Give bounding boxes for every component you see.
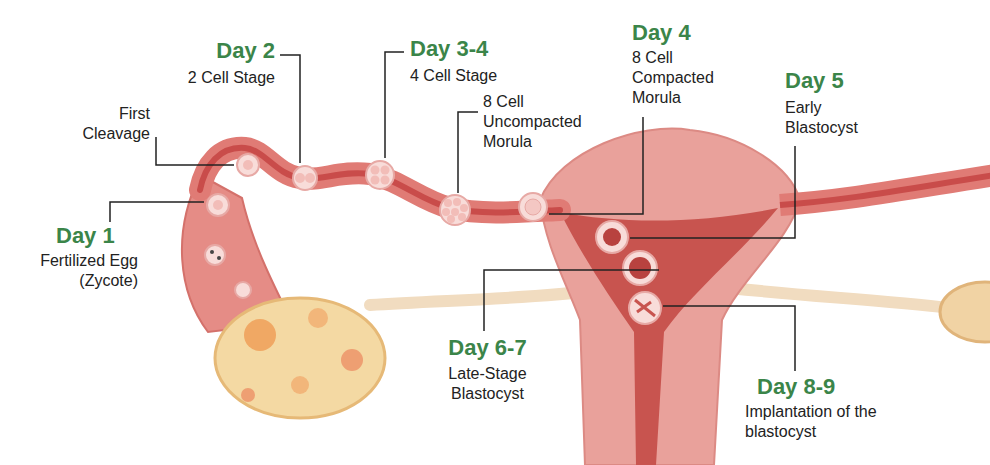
stage-label: First Cleavage — [50, 104, 150, 144]
zygote — [205, 245, 225, 265]
follicle — [244, 319, 276, 351]
implanting-blastocyst — [629, 292, 661, 324]
day-heading: Day 1 — [56, 223, 136, 248]
morula-core — [525, 199, 541, 215]
blastomere — [458, 213, 466, 221]
left-ovary — [215, 298, 385, 418]
stage-label: Fertilized Egg (Zycote) — [38, 251, 138, 291]
leader-line — [458, 112, 478, 193]
day-heading: Day 3-4 — [410, 36, 520, 61]
cell-nucleus — [243, 160, 253, 170]
blastomere — [451, 208, 459, 216]
leader-line — [110, 202, 204, 222]
compacted-morula — [519, 193, 547, 221]
cell-nucleus — [213, 200, 223, 210]
ovarian-ligament — [370, 290, 600, 305]
blastomere — [381, 176, 390, 185]
left-tube — [200, 148, 560, 213]
stage-label: 8 Cell Uncompacted Morula — [483, 92, 595, 152]
blastomere — [305, 173, 315, 183]
follicle — [241, 388, 255, 402]
sperm — [217, 256, 221, 260]
blastomere — [442, 208, 450, 216]
egg-cell — [235, 282, 251, 298]
embryo-cells — [205, 154, 661, 324]
blastomere — [371, 176, 380, 185]
leader-line — [280, 55, 300, 163]
blastomere — [453, 198, 461, 206]
stage-label: 2 Cell Stage — [140, 68, 275, 88]
blastomere — [447, 215, 455, 223]
right-tube — [780, 175, 990, 205]
day-heading: Day 5 — [785, 68, 875, 93]
blastocoel — [603, 228, 621, 246]
leader-line — [663, 306, 795, 371]
zygote — [207, 194, 229, 216]
stage-label: Late-Stage Blastocyst — [425, 364, 550, 404]
tube-lumen — [200, 148, 560, 213]
leader-line — [156, 137, 234, 165]
blastomere — [460, 204, 468, 212]
stage-label: 8 Cell Compacted Morula — [632, 48, 744, 108]
late-blastocyst — [623, 251, 657, 285]
blastomere — [444, 199, 452, 207]
day-heading: Day 2 — [190, 38, 275, 63]
blastocoel — [629, 257, 651, 279]
leader-line — [630, 146, 795, 238]
stage-label: Early Blastocyst — [785, 98, 895, 138]
cleavage-cell — [237, 154, 259, 176]
follicle — [291, 376, 309, 394]
stage-label: Implantation of the blastocyst — [745, 402, 885, 442]
day-heading: Day 6-7 — [430, 335, 545, 360]
four-cell-embryo — [366, 161, 394, 189]
right-ovary — [940, 282, 990, 342]
stage-label: 4 Cell Stage — [410, 66, 550, 86]
follicle — [341, 349, 363, 371]
hatching-mark — [635, 300, 655, 316]
early-blastocyst — [596, 221, 628, 253]
leader-line — [549, 117, 643, 214]
ovaries — [215, 282, 990, 418]
uncompacted-morula — [440, 195, 470, 225]
leader-line — [385, 52, 404, 158]
day-heading: Day 4 — [632, 20, 722, 45]
blastomere — [381, 166, 390, 175]
leader-line — [484, 270, 659, 331]
sperm — [210, 250, 214, 254]
follicle — [308, 308, 328, 328]
blastomere — [371, 166, 380, 175]
two-cell-embryo — [293, 166, 317, 190]
day-heading: Day 8-9 — [757, 374, 867, 399]
blastomere — [295, 173, 305, 183]
tube-lumen — [780, 175, 990, 205]
